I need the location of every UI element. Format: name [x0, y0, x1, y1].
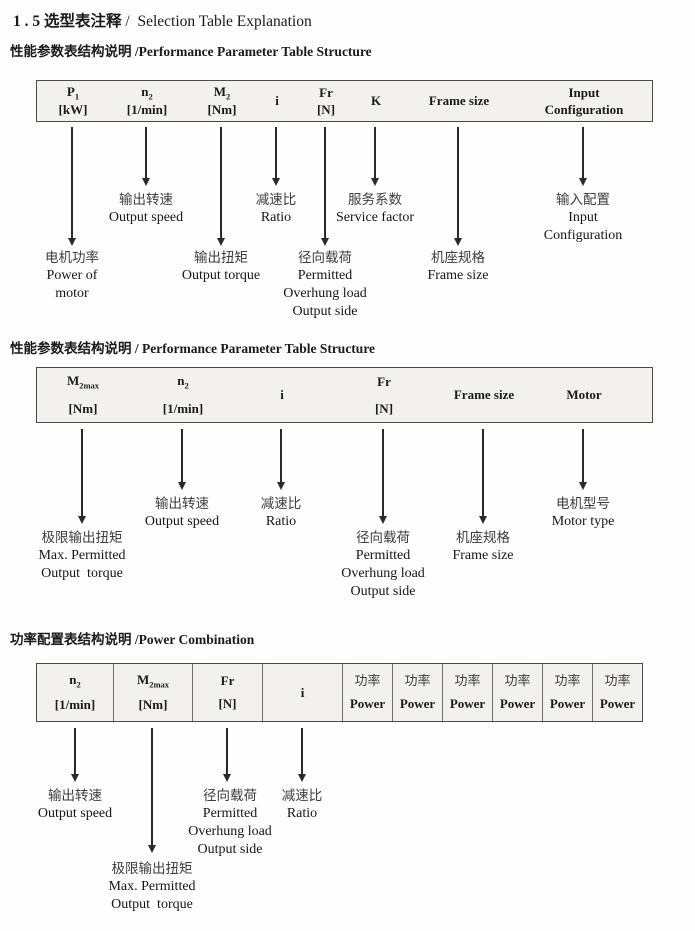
label-overhung-load: 径向载荷 Permitted Overhung load Output side: [341, 530, 425, 599]
label-overhung-load: 径向载荷 Permitted Overhung load Output side: [283, 250, 367, 319]
arrow-head-icon: [141, 178, 150, 186]
arrow-head-icon: [67, 238, 76, 246]
section3-heading: 功率配置表结构说明 /Power Combination: [10, 632, 255, 647]
arrow-head-icon: [578, 482, 587, 490]
column-header-i: i: [280, 387, 284, 402]
arrow-head-icon: [297, 774, 306, 782]
column-header-power-2: 功率 Power: [393, 664, 443, 721]
label-service-factor: 服务系数 Service factor: [335, 192, 415, 225]
column-header-i: i: [275, 93, 279, 108]
arrow-head-icon: [147, 845, 156, 853]
arrow-head-icon: [378, 516, 387, 524]
page-title: 1 . 5 选型表注释 / Selection Table Explanatio…: [13, 9, 312, 31]
section3-table-header: n2 [1/min] M2max [Nm] Fr [N] i 功率 Power …: [36, 663, 643, 722]
column-header-m2max: M2max [Nm]: [66, 372, 100, 417]
label-output-torque: 输出扭矩 Output torque: [181, 250, 261, 283]
column-header-n2: n2 [1/min]: [37, 664, 114, 721]
arrow-head-icon: [70, 774, 79, 782]
label-max-output-torque: 极限输出扭矩 Max. Permitted Output torque: [108, 861, 196, 912]
section2-table-header: M2max [Nm] n2 [1/min] i Fr [N] Frame siz…: [36, 367, 653, 423]
column-header-n2: n2 [1/min]: [126, 83, 168, 118]
label-frame-size: 机座规格 Frame size: [452, 530, 514, 563]
column-header-frame-size: Frame size: [453, 387, 515, 402]
column-header-input-configuration: Input Configuration: [544, 84, 624, 117]
label-input-configuration: 输入配置 Input Configuration: [543, 192, 623, 243]
label-frame-size: 机座规格 Frame size: [427, 250, 489, 283]
arrow-head-icon: [578, 178, 587, 186]
label-ratio: 减速比 Ratio: [255, 192, 297, 225]
arrow-head-icon: [276, 482, 285, 490]
column-header-power-4: 功率 Power: [493, 664, 543, 721]
column-header-frame-size: Frame size: [428, 93, 490, 108]
column-header-fr: Fr [N]: [193, 664, 263, 721]
column-header-power-5: 功率 Power: [543, 664, 593, 721]
label-ratio: 减速比 Ratio: [260, 496, 302, 529]
column-header-power-3: 功率 Power: [443, 664, 493, 721]
label-motor-type: 电机型号 Motor type: [551, 496, 615, 529]
section1-table-header: P1 [kW] n2 [1/min] M2 [Nm] i Fr [N] K Fr…: [36, 80, 653, 122]
column-header-m2max: M2max [Nm]: [114, 664, 193, 721]
arrow-head-icon: [271, 178, 280, 186]
label-output-speed: 输出转速 Output speed: [144, 496, 220, 529]
arrow-head-icon: [77, 516, 86, 524]
arrow-head-icon: [370, 178, 379, 186]
column-header-motor: Motor: [566, 387, 602, 402]
label-output-speed: 输出转速 Output speed: [37, 788, 113, 821]
page-title-en: / Selection Table Explanation: [125, 13, 312, 30]
section2-heading: 性能参数表结构说明 / Performance Parameter Table …: [10, 341, 376, 356]
page-title-zh: 1 . 5 选型表注释: [13, 13, 122, 30]
arrow-head-icon: [453, 238, 462, 246]
label-overhung-load: 径向载荷 Permitted Overhung load Output side: [188, 788, 272, 857]
column-header-k: K: [370, 93, 382, 108]
arrow-head-icon: [222, 774, 231, 782]
arrow-head-icon: [177, 482, 186, 490]
column-header-m2: M2 [Nm]: [207, 83, 237, 118]
column-header-fr: Fr [N]: [374, 373, 394, 416]
column-header-n2: n2 [1/min]: [162, 372, 204, 417]
label-ratio: 减速比 Ratio: [281, 788, 323, 821]
arrow-head-icon: [320, 238, 329, 246]
column-header-p1: P1 [kW]: [58, 83, 88, 118]
label-max-output-torque: 极限输出扭矩 Max. Permitted Output torque: [38, 530, 126, 581]
column-header-fr: Fr [N]: [316, 84, 336, 117]
label-output-speed: 输出转速 Output speed: [108, 192, 184, 225]
column-header-power-1: 功率 Power: [343, 664, 393, 721]
label-power-of-motor: 电机功率 Power of motor: [45, 250, 99, 301]
column-header-power-6: 功率 Power: [599, 673, 636, 711]
arrow-head-icon: [216, 238, 225, 246]
column-header-i: i: [263, 664, 343, 721]
section1-heading: 性能参数表结构说明 /Performance Parameter Table S…: [10, 44, 372, 59]
arrow-head-icon: [478, 516, 487, 524]
